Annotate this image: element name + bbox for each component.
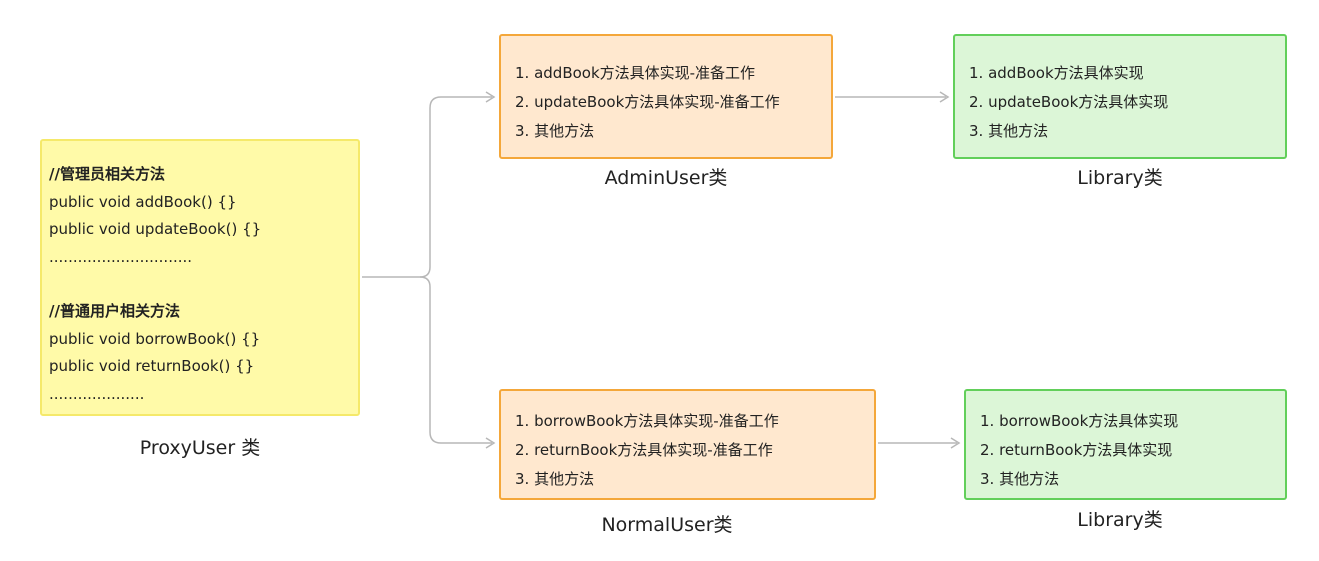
library-normal-caption: Library类 xyxy=(1077,509,1163,531)
library-normal-box: 1. borrowBook方法具体实现 2. returnBook方法具体实现 … xyxy=(964,389,1287,500)
return-book-method: public void returnBook() {} xyxy=(49,357,255,375)
library-admin-caption: Library类 xyxy=(1077,167,1163,189)
library-admin-box: 1. addBook方法具体实现 2. updateBook方法具体实现 3. … xyxy=(953,34,1287,159)
arrowhead-normal xyxy=(485,437,496,449)
library-normal-line-1: 1. borrowBook方法具体实现 xyxy=(980,412,1179,430)
add-book-method: public void addBook() {} xyxy=(49,192,237,211)
library-normal-line-3: 3. 其他方法 xyxy=(980,470,1060,488)
arrowhead-admin xyxy=(485,91,496,103)
normal-methods-comment: //普通用户相关方法 xyxy=(49,302,180,320)
connector-proxy-to-normal xyxy=(419,276,492,444)
normal-ellipsis: .................... xyxy=(49,384,145,403)
arrowhead-library-normal xyxy=(950,437,961,449)
library-normal-line-2: 2. returnBook方法具体实现 xyxy=(980,441,1173,459)
normal-line-1: 1. borrowBook方法具体实现-准备工作 xyxy=(515,412,779,430)
library-admin-line-3: 3. 其他方法 xyxy=(969,122,1049,140)
normal-line-2: 2. returnBook方法具体实现-准备工作 xyxy=(515,441,773,459)
normal-user-caption: NormalUser类 xyxy=(601,514,733,536)
admin-user-box: 1. addBook方法具体实现-准备工作 2. updateBook方法具体实… xyxy=(499,34,833,159)
proxy-user-box: //管理员相关方法 public void addBook() {} publi… xyxy=(40,139,360,416)
library-admin-line-2: 2. updateBook方法具体实现 xyxy=(969,93,1169,111)
normal-user-box: 1. borrowBook方法具体实现-准备工作 2. returnBook方法… xyxy=(499,389,876,500)
proxy-user-caption: ProxyUser 类 xyxy=(139,437,261,459)
normal-line-3: 3. 其他方法 xyxy=(515,470,595,488)
admin-ellipsis: .............................. xyxy=(49,247,193,266)
admin-line-2: 2. updateBook方法具体实现-准备工作 xyxy=(515,93,780,111)
admin-methods-comment: //管理员相关方法 xyxy=(49,165,165,183)
connector-proxy-to-admin xyxy=(362,96,492,278)
update-book-method: public void updateBook() {} xyxy=(49,220,262,238)
borrow-book-method: public void borrowBook() {} xyxy=(49,329,261,348)
admin-user-caption: AdminUser类 xyxy=(604,167,728,189)
spacer xyxy=(49,271,358,298)
arrowhead-library-admin xyxy=(939,91,950,103)
admin-line-1: 1. addBook方法具体实现-准备工作 xyxy=(515,64,756,82)
admin-line-3: 3. 其他方法 xyxy=(515,122,595,140)
library-admin-line-1: 1. addBook方法具体实现 xyxy=(969,64,1144,82)
